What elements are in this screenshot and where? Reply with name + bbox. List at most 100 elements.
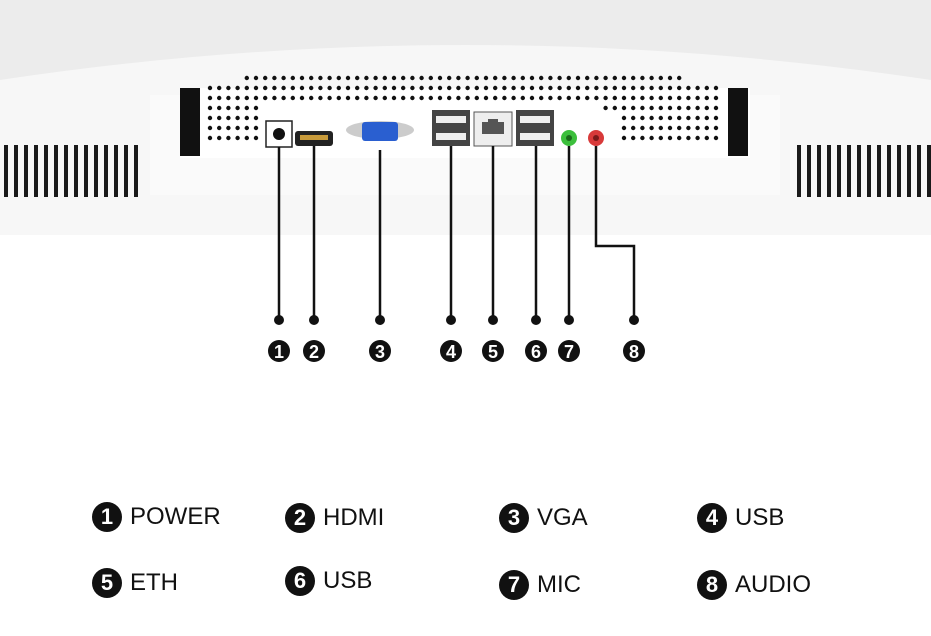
vent-hole bbox=[290, 95, 295, 101]
vent-hole bbox=[401, 85, 406, 91]
vent-hole bbox=[649, 75, 654, 81]
vent-hole bbox=[456, 75, 461, 81]
side-vent-slot bbox=[897, 145, 901, 197]
vent-hole bbox=[548, 85, 553, 91]
leader-end-dot bbox=[274, 315, 284, 325]
vent-hole bbox=[612, 85, 617, 91]
vent-hole bbox=[695, 105, 700, 111]
power-jack-icon bbox=[273, 128, 285, 140]
callout-badge bbox=[482, 340, 504, 362]
vent-hole bbox=[253, 75, 259, 81]
vent-hole bbox=[207, 105, 213, 111]
vent-hole bbox=[686, 115, 691, 121]
vent-hole bbox=[207, 95, 213, 101]
vent-hole bbox=[585, 85, 590, 91]
vent-hole bbox=[217, 135, 222, 141]
vent-hole bbox=[695, 135, 700, 141]
vent-hole bbox=[511, 85, 516, 91]
vent-hole bbox=[226, 85, 231, 91]
vent-hole bbox=[520, 75, 525, 81]
vent-hole bbox=[621, 125, 627, 131]
leader-end-dot bbox=[564, 315, 574, 325]
callout-badge bbox=[525, 340, 547, 362]
vent-hole bbox=[465, 75, 470, 81]
vent-hole bbox=[355, 95, 360, 101]
vent-hole bbox=[686, 85, 691, 91]
vent-hole bbox=[529, 75, 535, 81]
vent-hole bbox=[511, 95, 516, 101]
vent-hole bbox=[217, 115, 222, 121]
vent-hole bbox=[327, 75, 332, 81]
vent-hole bbox=[667, 75, 673, 81]
vent-hole bbox=[640, 105, 645, 111]
legend-label: USB bbox=[735, 504, 785, 531]
legend-label: ETH bbox=[130, 569, 178, 596]
vent-hole bbox=[686, 125, 691, 131]
vent-hole bbox=[410, 85, 415, 91]
vent-hole bbox=[272, 75, 277, 81]
vent-hole bbox=[336, 95, 341, 101]
legend-label: MIC bbox=[537, 571, 581, 598]
vent-hole bbox=[695, 115, 700, 121]
vent-hole bbox=[336, 75, 341, 81]
vent-hole bbox=[226, 95, 231, 101]
vent-hole bbox=[410, 95, 415, 101]
vent-hole bbox=[253, 95, 259, 101]
vent-hole bbox=[529, 95, 535, 101]
vent-hole bbox=[391, 85, 397, 91]
vent-hole bbox=[456, 95, 461, 101]
vent-hole bbox=[263, 75, 268, 81]
vent-hole bbox=[309, 85, 314, 91]
legend-label: USB bbox=[323, 567, 373, 594]
vent-hole bbox=[272, 85, 277, 91]
vent-hole bbox=[336, 85, 341, 91]
side-vent-slot bbox=[134, 145, 138, 197]
usb-port-4 bbox=[432, 110, 470, 146]
vent-hole bbox=[207, 135, 213, 141]
vent-hole bbox=[677, 95, 682, 101]
vent-hole bbox=[217, 85, 222, 91]
side-vent-slot bbox=[917, 145, 921, 197]
side-vent-slot bbox=[124, 145, 128, 197]
side-vent-slot bbox=[84, 145, 88, 197]
vent-hole bbox=[649, 105, 654, 111]
vent-hole bbox=[226, 105, 231, 111]
vent-hole bbox=[575, 95, 581, 101]
callout-badge bbox=[268, 340, 290, 362]
vent-hole bbox=[309, 95, 314, 101]
vent-hole bbox=[235, 115, 240, 121]
callout-badge bbox=[558, 340, 580, 362]
vent-hole bbox=[566, 75, 571, 81]
leader-end-dot bbox=[488, 315, 498, 325]
side-vent-slot bbox=[837, 145, 841, 197]
leader-end-dot bbox=[629, 315, 639, 325]
vent-hole bbox=[244, 75, 249, 81]
vent-hole bbox=[557, 95, 562, 101]
vent-hole bbox=[658, 95, 663, 101]
vent-hole bbox=[631, 125, 636, 131]
callout-badge bbox=[369, 340, 391, 362]
vent-hole bbox=[244, 95, 249, 101]
leader-end-dot bbox=[531, 315, 541, 325]
vent-hole bbox=[612, 95, 617, 101]
vent-hole bbox=[493, 95, 498, 101]
vent-hole bbox=[640, 95, 645, 101]
callout-number: 5 bbox=[488, 342, 498, 362]
vent-hole bbox=[437, 95, 443, 101]
vent-hole bbox=[309, 75, 314, 81]
vent-hole bbox=[658, 125, 663, 131]
vent-hole bbox=[391, 75, 397, 81]
vent-hole bbox=[539, 85, 544, 91]
legend-label: VGA bbox=[537, 504, 588, 531]
vent-hole bbox=[658, 75, 663, 81]
vent-hole bbox=[474, 75, 479, 81]
vent-hole bbox=[603, 105, 608, 111]
vent-hole bbox=[667, 105, 673, 111]
vent-hole bbox=[511, 75, 516, 81]
legend-label: POWER bbox=[130, 503, 221, 530]
vent-hole bbox=[428, 95, 433, 101]
vent-hole bbox=[226, 125, 231, 131]
vent-hole bbox=[244, 85, 249, 91]
